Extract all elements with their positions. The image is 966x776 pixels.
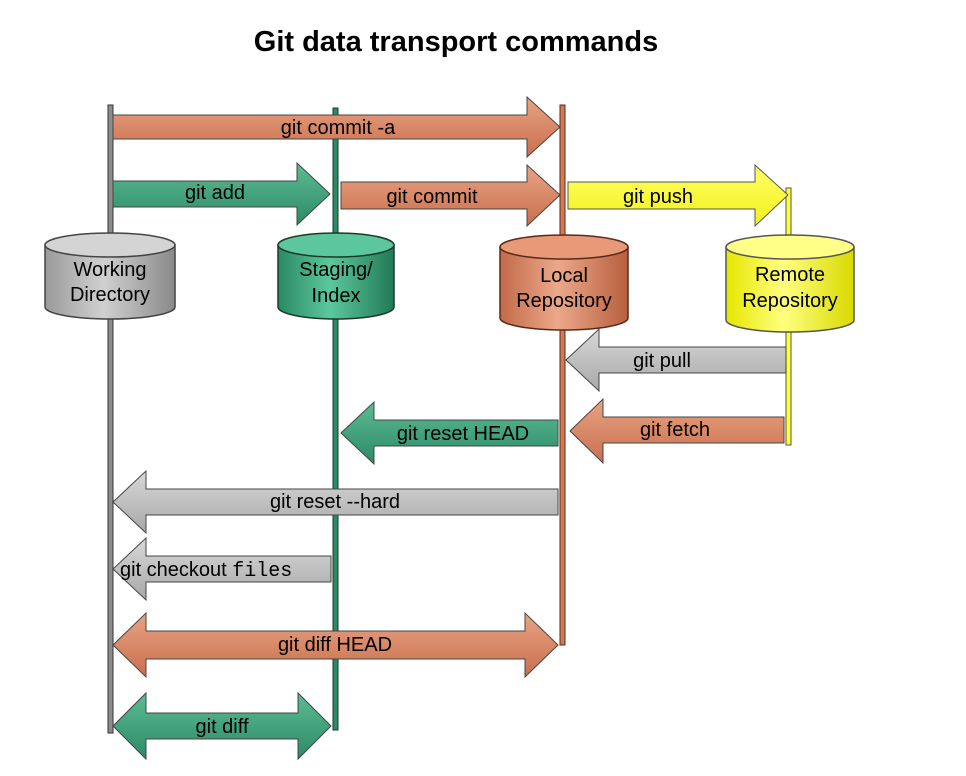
arrow-git-diff: git diff xyxy=(112,691,332,761)
local-repository-label-line1: Local xyxy=(540,265,588,287)
label-git-checkout-cmd: git checkout xyxy=(120,559,227,581)
staging-index-line xyxy=(332,107,339,731)
working-directory-label-line1: Working xyxy=(74,259,147,281)
diagram-title: Git data transport commands xyxy=(253,26,659,58)
label-git-commit-a: git commit -a xyxy=(281,117,396,139)
remote-repository-cylinder: Remote Repository xyxy=(725,234,855,333)
staging-index-label-line2: Index xyxy=(312,285,361,307)
arrow-git-reset-hard: git reset --hard xyxy=(112,469,559,535)
remote-repository-label-line2: Repository xyxy=(742,290,838,312)
arrow-git-pull: git pull xyxy=(565,327,787,393)
label-git-diff-head: git diff HEAD xyxy=(278,634,392,656)
arrow-git-push: git push xyxy=(567,163,789,228)
label-git-fetch: git fetch xyxy=(640,419,710,441)
label-git-checkout-arg: files xyxy=(232,560,292,583)
remote-repository-label-line1: Remote xyxy=(755,264,825,286)
arrow-git-commit: git commit xyxy=(340,163,561,228)
staging-index-label-line1: Staging/ xyxy=(299,259,373,281)
label-git-reset-hard: git reset --hard xyxy=(270,491,400,513)
arrow-git-add: git add xyxy=(112,161,331,227)
label-git-checkout: git checkout files xyxy=(120,559,292,583)
label-git-diff: git diff xyxy=(196,716,249,738)
arrow-git-reset-head: git reset HEAD xyxy=(340,400,559,466)
label-git-pull: git pull xyxy=(633,350,691,372)
local-repository-label-line2: Repository xyxy=(516,290,612,312)
arrow-git-fetch: git fetch xyxy=(569,397,785,465)
working-directory-cylinder: Working Directory xyxy=(44,232,176,320)
label-git-commit: git commit xyxy=(386,186,478,208)
arrow-git-checkout-files: git checkout files xyxy=(112,536,332,602)
local-repository-line xyxy=(559,104,566,646)
working-directory-label-line2: Directory xyxy=(70,284,150,306)
label-git-push: git push xyxy=(623,186,693,208)
local-repository-cylinder: Local Repository xyxy=(499,234,629,331)
label-git-reset-head: git reset HEAD xyxy=(397,423,529,445)
working-directory-line xyxy=(107,104,114,734)
arrow-git-diff-head: git diff HEAD xyxy=(112,611,559,679)
arrow-git-commit-a: git commit -a xyxy=(112,95,561,159)
label-git-add: git add xyxy=(185,182,245,204)
staging-index-cylinder: Staging/ Index xyxy=(277,232,395,320)
